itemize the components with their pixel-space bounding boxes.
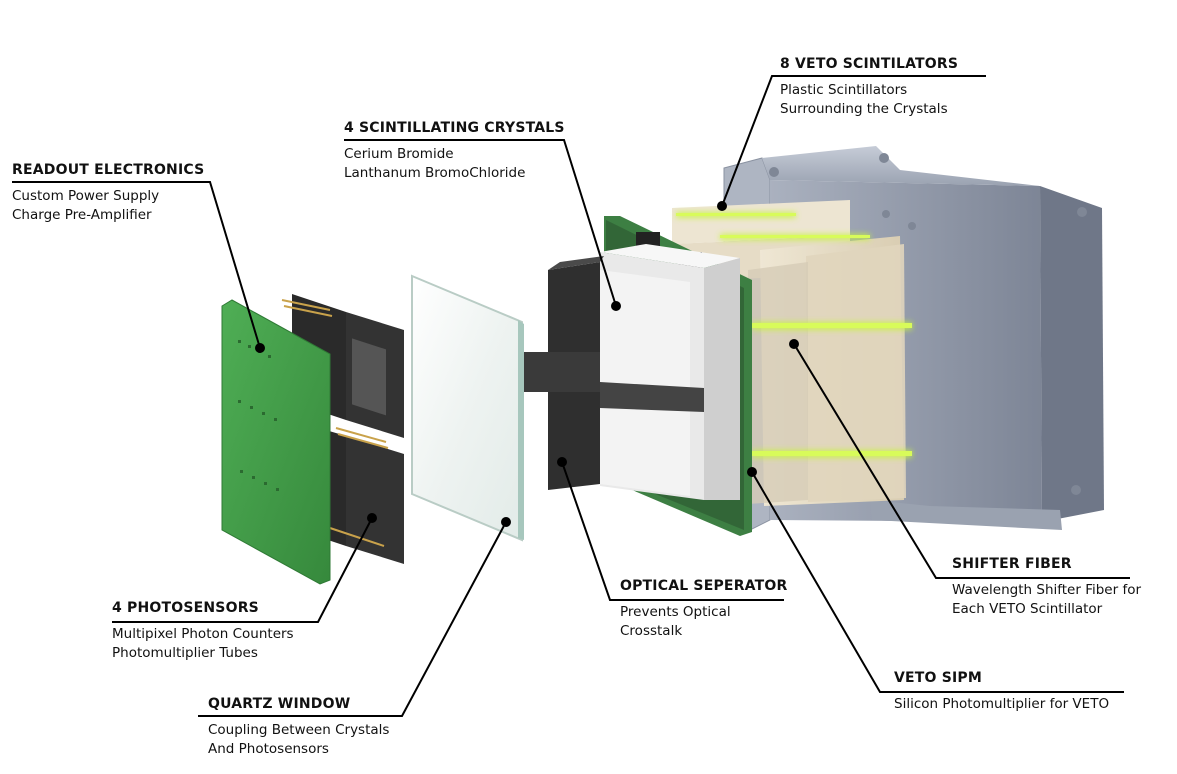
callout-line: Wavelength Shifter Fiber for (952, 582, 1142, 598)
callout-desc: Plastic Scintillators Surrounding the Cr… (780, 81, 958, 119)
callout-veto-sipm: VETO SIPM Silicon Photomultiplier for VE… (894, 670, 1109, 714)
callout-desc: Custom Power Supply Charge Pre-Amplifier (12, 187, 204, 225)
leader-crystals (344, 139, 617, 307)
callout-line: Charge Pre-Amplifier (12, 207, 152, 223)
callout-line: Surrounding the Crystals (780, 101, 948, 117)
leader-shifter (793, 343, 1130, 579)
callout-line: Lanthanum BromoChloride (344, 165, 526, 181)
leader-photosensors (112, 517, 373, 623)
callout-title: OPTICAL SEPERATOR (620, 578, 788, 594)
callout-scintillating-crystals: 4 SCINTILLATING CRYSTALS Cerium Bromide … (344, 120, 565, 183)
leader-separator (561, 461, 784, 601)
callout-line: Crosstalk (620, 623, 683, 639)
callout-desc: Prevents Optical Crosstalk (620, 603, 787, 641)
callout-title: 4 SCINTILLATING CRYSTALS (344, 120, 565, 136)
readout-electronics-pcb (221, 299, 331, 585)
callout-title: SHIFTER FIBER (952, 556, 1072, 572)
callout-title: VETO SIPM (894, 670, 983, 686)
callout-line: Cerium Bromide (344, 146, 454, 162)
leader-veto-sipm (751, 471, 1124, 693)
callout-desc: Silicon Photomultiplier for VETO (894, 695, 1109, 714)
optical-separator (520, 256, 704, 490)
shifter-fibers (676, 212, 912, 458)
leader-quartz (198, 521, 507, 717)
callout-readout-electronics: READOUT ELECTRONICS Custom Power Supply … (12, 162, 204, 225)
callout-quartz-window: QUARTZ WINDOW Coupling Between Crystals … (208, 696, 389, 759)
callout-line: Multipixel Photon Counters (112, 626, 294, 642)
callout-title: QUARTZ WINDOW (208, 696, 351, 712)
callout-photosensors: 4 PHOTOSENSORS Multipixel Photon Counter… (112, 600, 294, 663)
callout-title: READOUT ELECTRONICS (12, 162, 205, 178)
callout-desc: Multipixel Photon Counters Photomultipli… (112, 625, 294, 663)
callout-line: And Photosensors (208, 741, 329, 757)
callout-line: Plastic Scintillators (780, 82, 908, 98)
callout-line: Custom Power Supply (12, 188, 160, 204)
callout-desc: Coupling Between Crystals And Photosenso… (208, 721, 389, 759)
callout-line: Prevents Optical (620, 604, 731, 620)
quartz-window (411, 274, 524, 542)
leader-readout (12, 181, 261, 349)
callout-desc: Cerium Bromide Lanthanum BromoChloride (344, 145, 565, 183)
callout-shifter-fiber: SHIFTER FIBER Wavelength Shifter Fiber f… (952, 556, 1141, 619)
leader-lines (12, 75, 1130, 717)
callout-line: Photomultiplier Tubes (112, 645, 258, 661)
callout-title: 4 PHOTOSENSORS (112, 600, 259, 616)
callout-veto-scintillators: 8 VETO SCINTILATORS Plastic Scintillator… (780, 56, 958, 119)
callout-title: 8 VETO SCINTILATORS (780, 56, 959, 72)
callout-line: Silicon Photomultiplier for VETO (894, 696, 1110, 712)
callout-optical-separator: OPTICAL SEPERATOR Prevents Optical Cross… (620, 578, 787, 641)
callout-line: Each VETO Scintillator (952, 601, 1103, 617)
callout-desc: Wavelength Shifter Fiber for Each VETO S… (952, 581, 1141, 619)
scintillating-crystals (600, 244, 740, 500)
leader-veto-scint (721, 75, 986, 207)
callout-line: Coupling Between Crystals (208, 722, 390, 738)
